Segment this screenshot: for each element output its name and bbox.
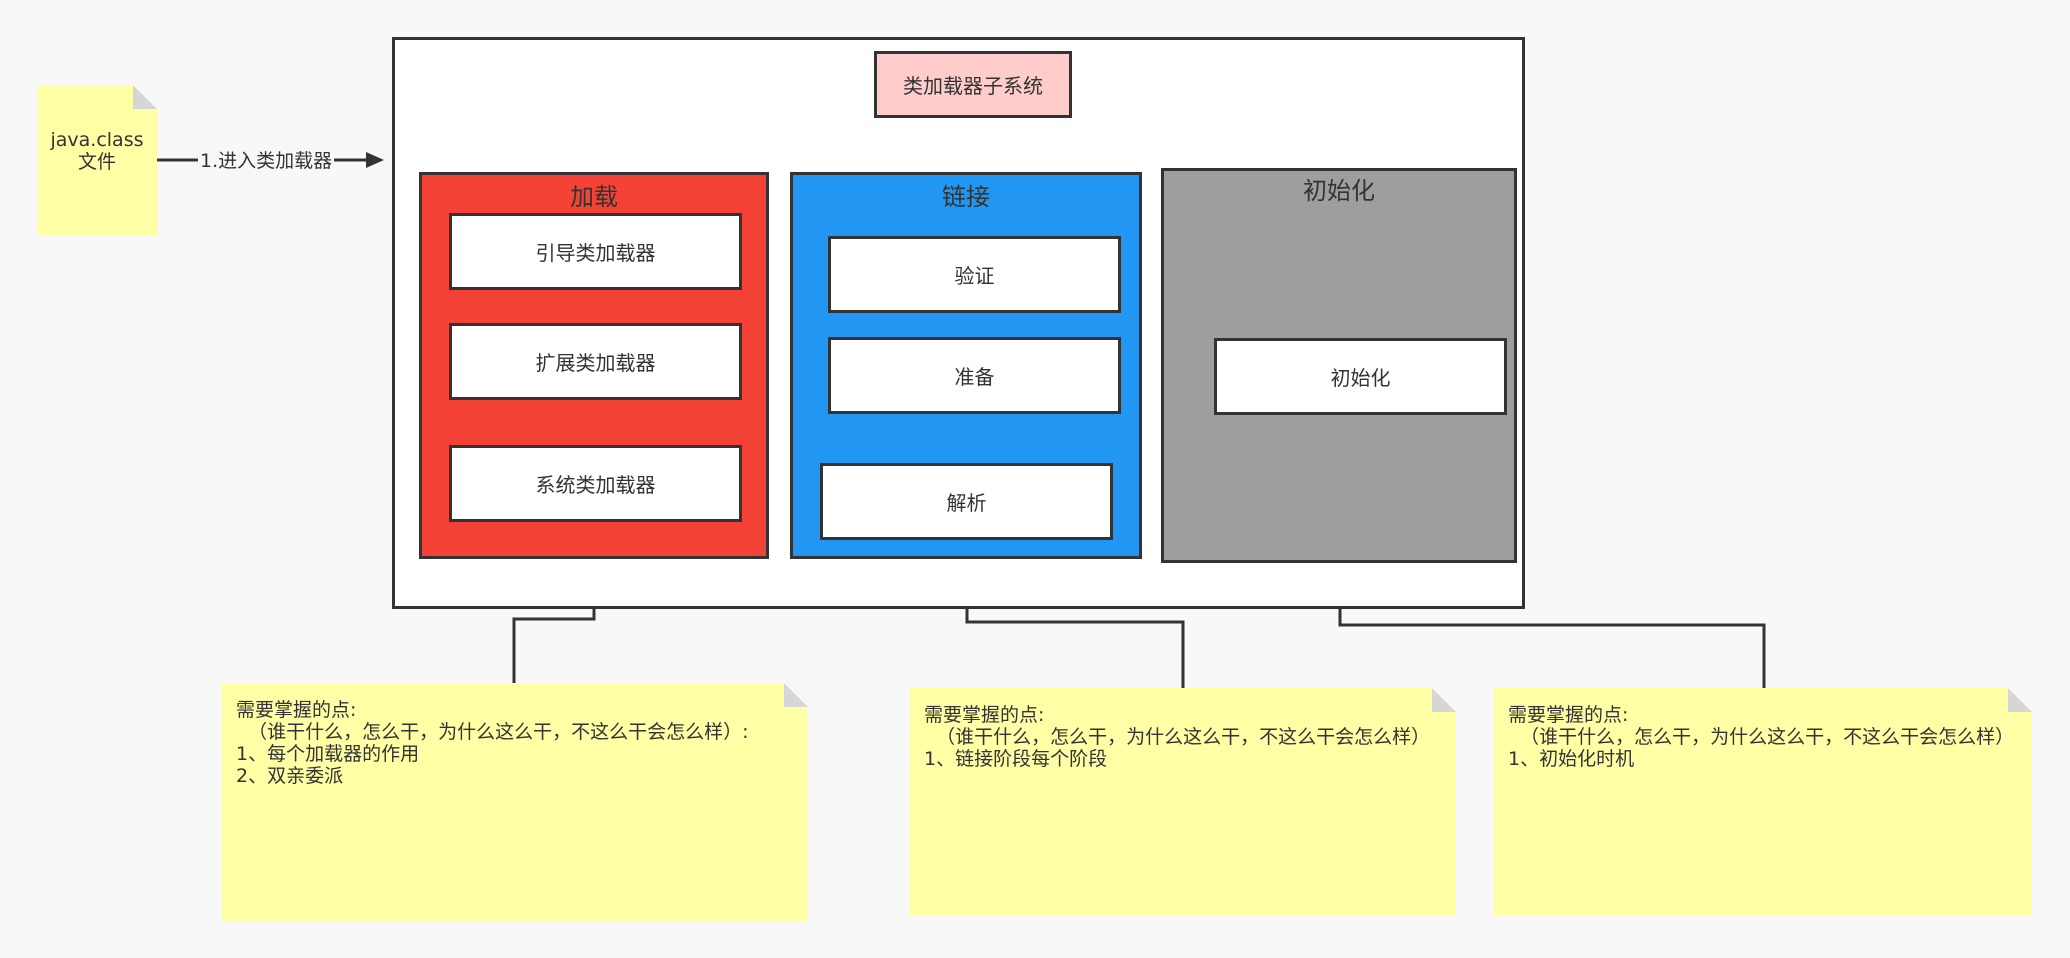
- stage-init-label: 初始化: [1303, 177, 1375, 205]
- stage-link[interactable]: 链接 验证 准备 解析: [790, 172, 1142, 559]
- note-link-text: 需要掌握的点: （谁干什么，怎么干，为什么这么干，不这么干会怎么样） 1、链接阶…: [924, 704, 1431, 770]
- file-label: 文件: [77, 151, 116, 173]
- note-init-text: 需要掌握的点: （谁干什么，怎么干，为什么这么干，不这么干会怎么样） 1、初始化…: [1508, 704, 2015, 770]
- system-classloader-box[interactable]: 系统类加载器: [449, 445, 742, 522]
- note-load-text: 需要掌握的点: （谁干什么，怎么干，为什么这么干，不这么干会怎么样）: 1、每个…: [236, 699, 749, 787]
- arrowhead-load-class: [366, 152, 384, 168]
- java-class-note[interactable]: java.class 文件: [37, 85, 157, 235]
- stage-link-label: 链接: [942, 183, 990, 211]
- initialization-box[interactable]: 初始化: [1214, 338, 1507, 415]
- stage-init[interactable]: 初始化 初始化: [1161, 168, 1517, 563]
- extension-classloader-box[interactable]: 扩展类加载器: [449, 323, 742, 400]
- java-class-label: java.class: [50, 129, 144, 151]
- verify-box[interactable]: 验证: [828, 236, 1121, 313]
- note-load[interactable]: 需要掌握的点: （谁干什么，怎么干，为什么这么干，不这么干会怎么样）: 1、每个…: [222, 683, 808, 921]
- resolve-box[interactable]: 解析: [820, 463, 1113, 540]
- stage-load[interactable]: 加载 引导类加载器 扩展类加载器 系统类加载器: [419, 172, 769, 559]
- stage-load-label: 加载: [570, 183, 618, 211]
- subsystem-title[interactable]: 类加载器子系统: [874, 51, 1072, 118]
- bootstrap-classloader-box[interactable]: 引导类加载器: [449, 213, 742, 290]
- prepare-box[interactable]: 准备: [828, 337, 1121, 414]
- enter-classloader-label: 1.进入类加载器: [198, 148, 335, 174]
- note-link[interactable]: 需要掌握的点: （谁干什么，怎么干，为什么这么干，不这么干会怎么样） 1、链接阶…: [910, 688, 1456, 916]
- note-init[interactable]: 需要掌握的点: （谁干什么，怎么干，为什么这么干，不这么干会怎么样） 1、初始化…: [1494, 688, 2032, 916]
